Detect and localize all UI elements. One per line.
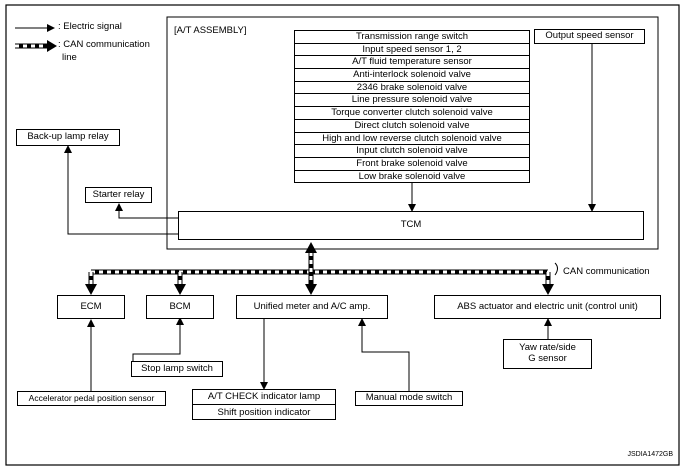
at-check-indicator-lamp: A/T CHECK indicator lamp	[193, 390, 335, 405]
yaw-rate-label-1: Yaw rate/side	[519, 342, 576, 354]
yaw-rate-label-2: G sensor	[528, 353, 567, 364]
abs-unit-box: ABS actuator and electric unit (control …	[434, 295, 661, 319]
sensor-item: Front brake solenoid valve	[295, 158, 529, 171]
sensor-item: Low brake solenoid valve	[358, 170, 466, 182]
ecm-box: ECM	[57, 295, 125, 319]
starter-relay-box: Starter relay	[85, 187, 152, 203]
sensor-item: A/T fluid temperature sensor	[295, 56, 529, 70]
backup-lamp-relay-box: Back-up lamp relay	[16, 129, 120, 146]
output-speed-sensor-box: Output speed sensor	[534, 29, 645, 44]
sensor-item: Line pressure solenoid valve	[295, 94, 529, 108]
sensor-item: Transmission range switch	[295, 31, 529, 44]
can-communication-label: CAN communication	[563, 266, 650, 277]
can-bus	[85, 242, 554, 295]
sensor-item: Input clutch solenoid valve	[295, 145, 529, 158]
sensor-item: Torque converter clutch solenoid valve	[295, 107, 529, 120]
yaw-rate-sensor-box: Yaw rate/side G sensor	[503, 339, 592, 369]
bcm-box: BCM	[146, 295, 214, 319]
indicator-box: A/T CHECK indicator lamp Shift position …	[192, 389, 336, 420]
manual-mode-switch-box: Manual mode switch	[355, 391, 463, 406]
tcm-to-starter-relay-line	[115, 203, 180, 219]
can-bracket	[554, 262, 558, 276]
manual-mode-to-meter-line	[358, 318, 410, 391]
at-assembly-frame	[166, 16, 659, 250]
at-assembly-title: [A/T ASSEMBLY]	[174, 25, 247, 36]
accelerator-sensor-box: Accelerator pedal position sensor	[17, 391, 166, 406]
sensor-item: 2346 brake solenoid valve	[295, 82, 529, 95]
figure-id: JSDIA1472GB	[627, 451, 673, 458]
shift-position-indicator: Shift position indicator	[217, 407, 311, 418]
unified-meter-box: Unified meter and A/C amp.	[236, 295, 388, 319]
tcm-box: TCM	[178, 211, 644, 240]
legend-electric-signal: : Electric signal	[58, 21, 122, 32]
sensor-item: Anti-interlock solenoid valve	[295, 69, 529, 82]
sensor-item: Input speed sensor 1, 2	[295, 44, 529, 57]
legend-can-line-1: : CAN communication	[58, 39, 150, 50]
stop-lamp-switch-box: Stop lamp switch	[131, 361, 223, 377]
sensor-item: High and low reverse clutch solenoid val…	[295, 133, 529, 146]
outer-border	[5, 4, 680, 466]
legend-can-line-2: line	[62, 52, 77, 63]
legend-can-arrow	[15, 40, 57, 52]
tcm-to-backup-relay-line	[64, 145, 180, 235]
sensor-item: Direct clutch solenoid valve	[295, 120, 529, 133]
